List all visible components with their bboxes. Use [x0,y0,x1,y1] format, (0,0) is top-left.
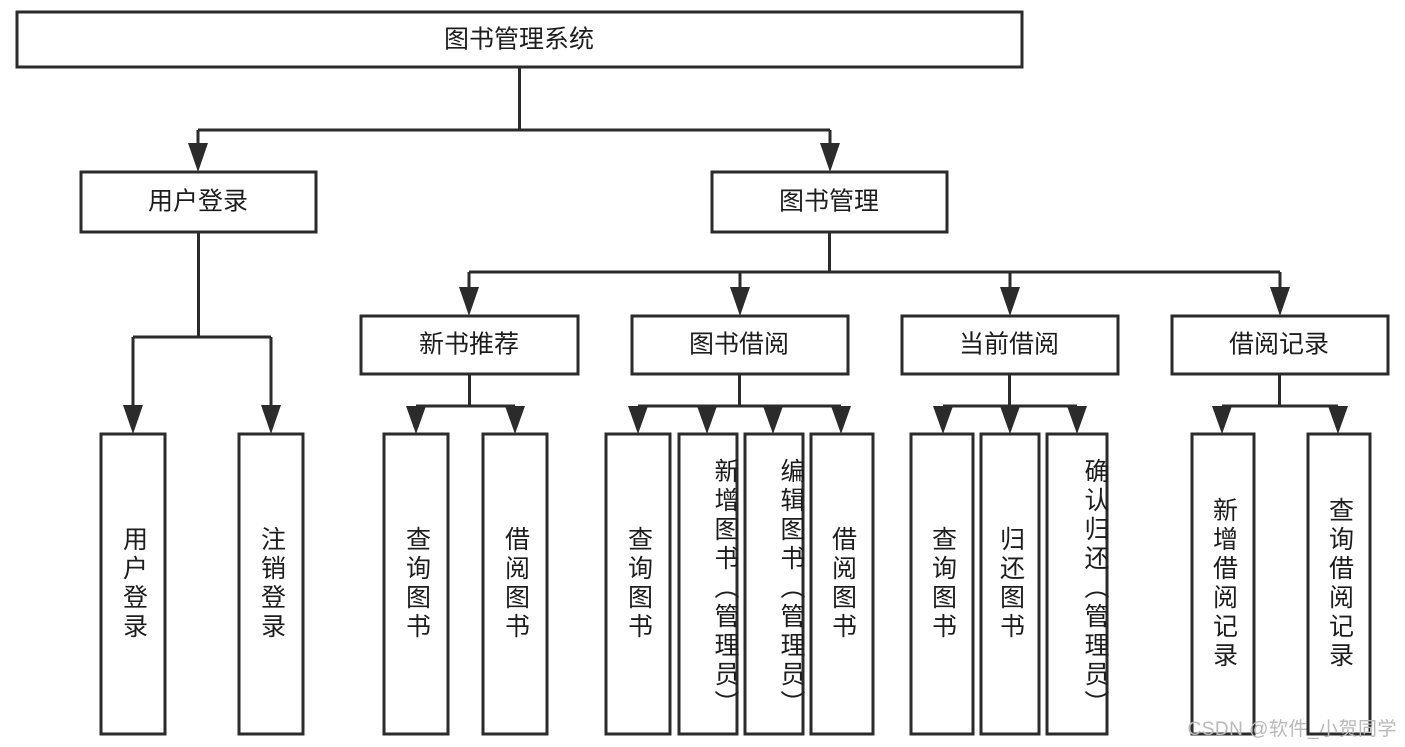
arrow-head-icon [505,406,525,434]
node-current-borrow[interactable]: 当前借阅 [900,314,1120,376]
node-book-borrow-box[interactable] [630,314,850,376]
node-new-book-rec-label: 新书推荐 [419,331,519,359]
arrow-head-icon [820,143,840,172]
node-current-borrow-label: 当前借阅 [959,331,1059,359]
node-leaf-logout-box[interactable] [237,432,305,736]
arrow-head-icon [1067,406,1087,434]
node-borrow-record[interactable]: 借阅记录 [1170,314,1390,376]
arrow-head-icon [406,406,426,434]
node-leaf-add-book-box[interactable] [677,432,739,736]
arrow-head-icon [1212,406,1232,434]
arrow-head-icon [123,405,143,434]
connectors-group [123,67,1348,434]
arrow-head-icon [1270,287,1290,316]
arrow-head-icon [188,143,208,172]
arrow-head-icon [1000,406,1020,434]
node-root[interactable]: 图书管理系统 [15,10,1024,69]
arrow-head-icon [697,406,717,434]
node-book-borrow-label: 图书借阅 [689,331,789,359]
node-book-manage[interactable]: 图书管理 [710,170,949,234]
node-leaf-user-login-box[interactable] [99,432,167,736]
arrow-head-icon [763,406,783,434]
node-leaf-confirm-return-box[interactable] [1045,432,1109,736]
arrow-head-icon [831,406,851,434]
node-user-login-box[interactable] [79,170,318,234]
node-root-label: 图书管理系统 [444,26,594,54]
arrow-head-icon [1328,406,1348,434]
node-leaf-query-book-3-box[interactable] [909,432,975,736]
arrow-head-icon [730,287,750,316]
nodes-group: 图书管理系统 用户登录 图书管理 新书推荐 图书借阅 当前 [15,10,1390,736]
node-new-book-rec[interactable]: 新书推荐 [359,314,580,376]
node-book-manage-label: 图书管理 [779,188,879,216]
arrow-head-icon [628,406,648,434]
node-root-box[interactable] [15,10,1024,69]
node-leaf-edit-book-box[interactable] [743,432,805,736]
node-leaf-borrow-book-2-box[interactable] [809,432,875,736]
node-borrow-record-box[interactable] [1170,314,1390,376]
node-book-manage-box[interactable] [710,170,949,234]
watermark-text: CSDN @软件_小贺同学 [1187,719,1397,740]
node-leaf-query-book-2-box[interactable] [604,432,672,736]
node-user-login[interactable]: 用户登录 [79,170,318,234]
arrow-head-icon [261,405,281,434]
node-leaf-query-book-1-box[interactable] [382,432,450,736]
node-current-borrow-box[interactable] [900,314,1120,376]
node-user-login-label: 用户登录 [148,188,248,216]
arrow-head-icon [459,287,479,316]
arrow-head-icon [933,406,953,434]
node-leaf-add-record-box[interactable] [1190,432,1256,736]
node-leaf-query-record-box[interactable] [1306,432,1372,736]
node-book-borrow[interactable]: 图书借阅 [630,314,850,376]
node-new-book-rec-box[interactable] [359,314,580,376]
node-borrow-record-label: 借阅记录 [1229,331,1329,359]
node-leaf-borrow-book-1-box[interactable] [481,432,549,736]
node-leaf-return-book-box[interactable] [979,432,1041,736]
arrow-head-icon [1000,287,1020,316]
